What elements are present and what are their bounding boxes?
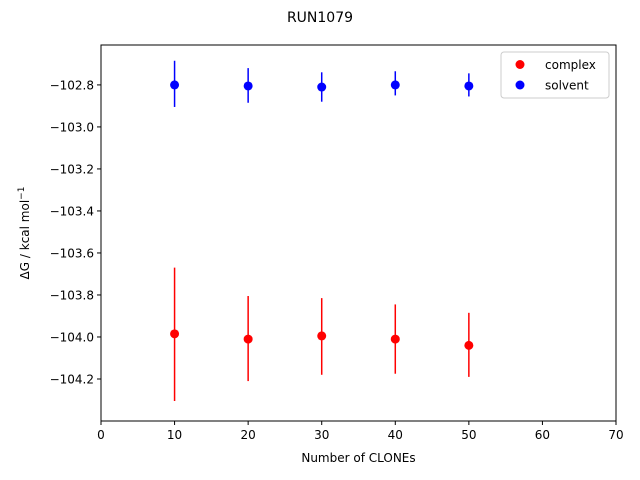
series-solvent bbox=[170, 60, 474, 107]
x-tick-label: 0 bbox=[97, 428, 105, 442]
y-axis-title-main: ΔG / kcal mol bbox=[18, 200, 32, 280]
x-axis-title: Number of CLONEs bbox=[301, 451, 415, 465]
x-tick-label: 60 bbox=[535, 428, 550, 442]
y-tick-label: −103.2 bbox=[50, 162, 94, 176]
y-axis-title-superscript: −1 bbox=[17, 187, 27, 200]
plot-area bbox=[101, 45, 616, 421]
complex-point bbox=[170, 329, 180, 339]
y-tick-label: −102.8 bbox=[50, 78, 94, 92]
y-tick-label: −103.0 bbox=[50, 120, 94, 134]
solvent-point bbox=[170, 80, 180, 90]
x-tick-label: 20 bbox=[241, 428, 256, 442]
complex-point bbox=[390, 334, 400, 344]
y-tick-label: −103.6 bbox=[50, 246, 94, 260]
x-tick-label: 30 bbox=[314, 428, 329, 442]
y-tick-label: −104.0 bbox=[50, 330, 94, 344]
y-axis-title: ΔG / kcal mol−1 bbox=[17, 187, 32, 280]
y-tick-label: −103.4 bbox=[50, 204, 94, 218]
y-axis-ticks: −104.2 −104.0 −103.8 −103.6 −103.4 −103.2 −103… bbox=[50, 78, 101, 386]
complex-point bbox=[243, 334, 253, 344]
x-tick-label: 10 bbox=[167, 428, 182, 442]
x-tick-label: 50 bbox=[461, 428, 476, 442]
series-complex bbox=[170, 267, 474, 402]
chart-title: RUN1079 bbox=[287, 10, 353, 26]
x-axis-ticks: 0 10 20 30 40 50 60 70 bbox=[97, 421, 624, 442]
complex-point bbox=[317, 331, 327, 341]
data-series bbox=[170, 60, 474, 402]
legend-label-solvent: solvent bbox=[545, 79, 589, 93]
legend-marker-complex bbox=[515, 60, 525, 69]
x-tick-label: 70 bbox=[608, 428, 623, 442]
legend-box bbox=[500, 51, 610, 99]
plot-frame bbox=[100, 44, 617, 422]
y-tick-label: −104.2 bbox=[50, 372, 94, 386]
legend-label-complex: complex bbox=[545, 58, 596, 72]
legend-marker-solvent bbox=[515, 80, 525, 90]
complex-point bbox=[464, 340, 474, 350]
legend: complex solvent bbox=[500, 51, 610, 99]
y-tick-label: −103.8 bbox=[50, 288, 94, 302]
solvent-point bbox=[243, 81, 253, 91]
solvent-point bbox=[390, 80, 400, 90]
x-tick-label: 40 bbox=[388, 428, 403, 442]
solvent-point bbox=[317, 82, 327, 92]
solvent-point bbox=[464, 81, 474, 91]
